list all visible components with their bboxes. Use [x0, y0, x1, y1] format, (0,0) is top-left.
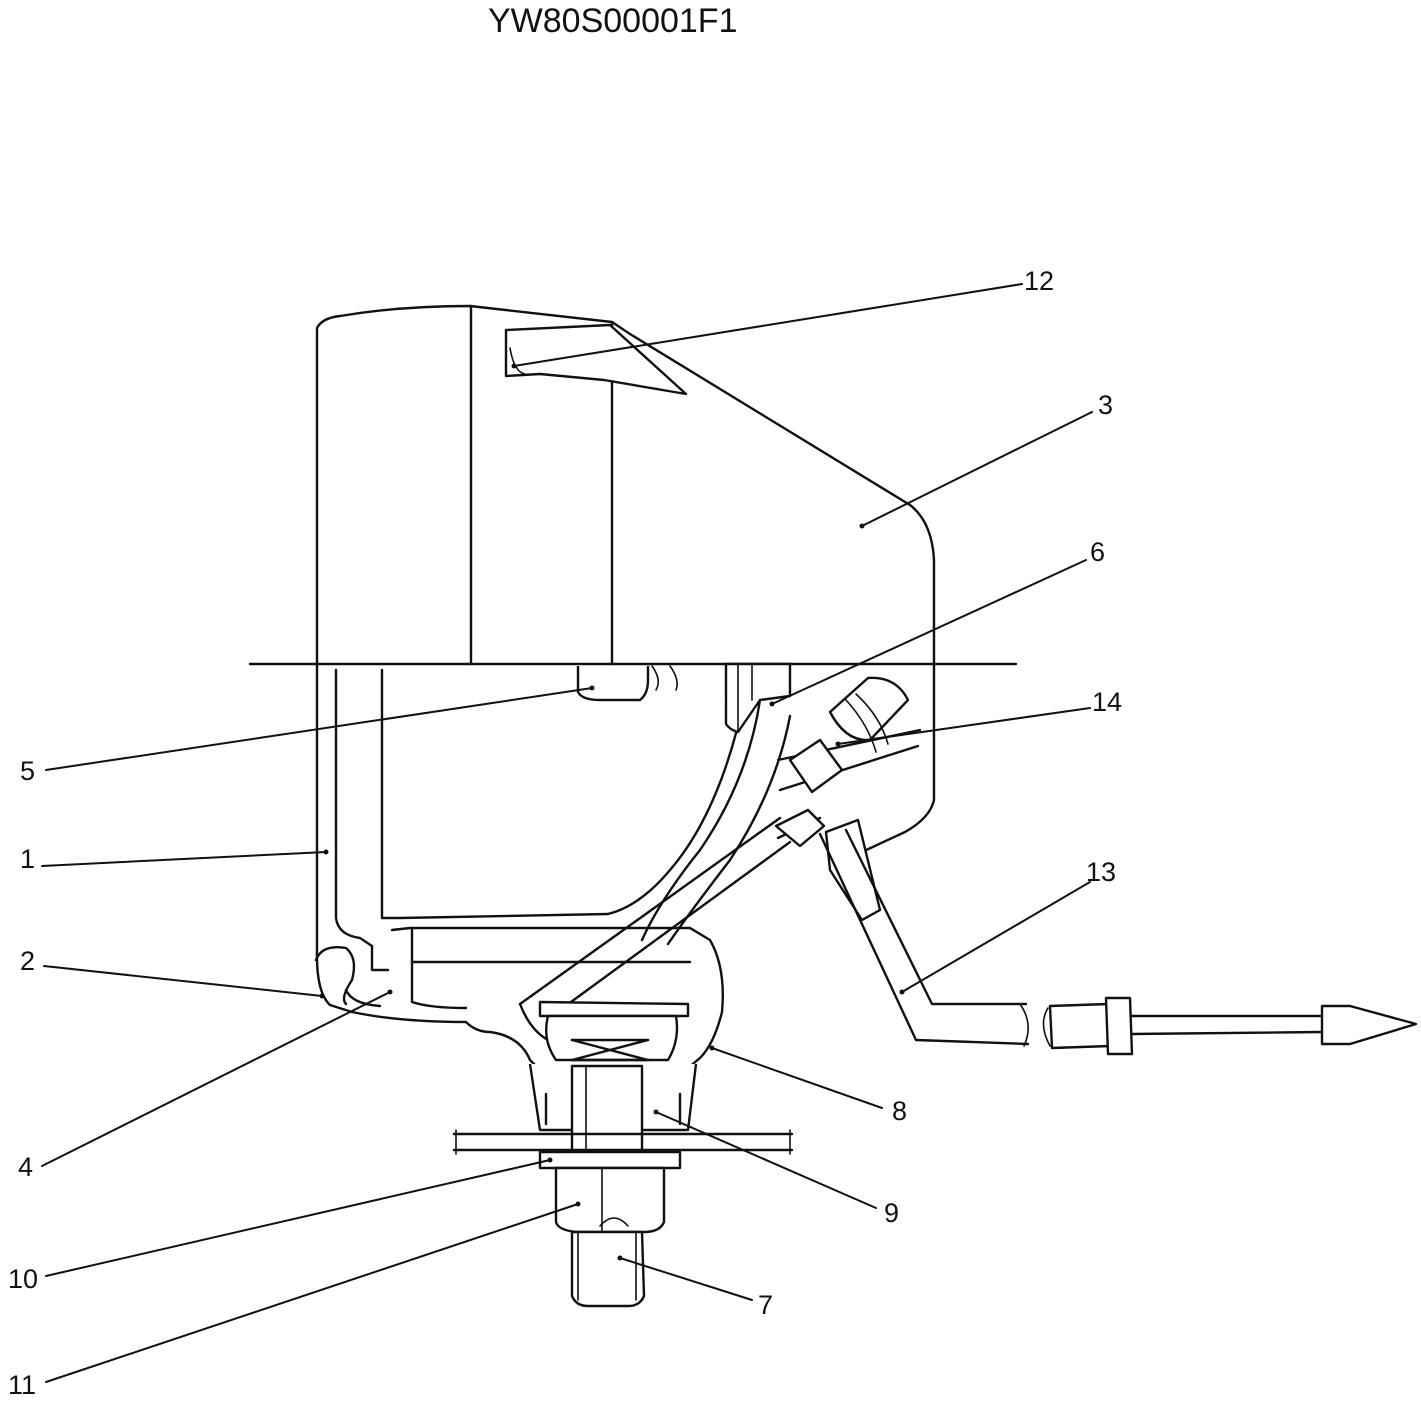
leader-9	[655, 1111, 877, 1209]
callout-7: 7	[758, 1290, 773, 1320]
leader-lines	[41, 283, 1093, 1383]
inlet-tube-assembly	[518, 676, 1418, 1056]
leader-3	[861, 411, 1093, 527]
leader-10	[45, 1159, 551, 1277]
callout-13: 13	[1086, 857, 1116, 887]
figure-code: YW80S00001F1	[488, 2, 738, 40]
callout-14: 14	[1092, 687, 1122, 717]
callout-9: 9	[884, 1198, 899, 1228]
leader-8	[711, 1047, 883, 1109]
leader-11	[45, 1203, 579, 1383]
leader-5	[45, 687, 593, 771]
leader-12	[513, 283, 1023, 367]
burner-body	[314, 662, 792, 1072]
callout-3: 3	[1098, 390, 1113, 420]
callout-labels: 12 3 6 14 5 1 13 2 4 8 9 10 11 7	[8, 266, 1122, 1400]
leader-7	[619, 1257, 753, 1301]
leader-1	[41, 851, 327, 867]
callout-6: 6	[1090, 537, 1105, 567]
leader-6	[771, 559, 1087, 705]
leader-4	[41, 991, 391, 1167]
leader-2	[43, 965, 323, 997]
callout-1: 1	[20, 844, 35, 874]
callout-8: 8	[892, 1096, 907, 1126]
callout-5: 5	[20, 756, 35, 786]
leader-13	[901, 881, 1091, 993]
callout-12: 12	[1024, 266, 1054, 296]
callout-4: 4	[18, 1152, 33, 1182]
callout-2: 2	[20, 946, 35, 976]
nozzle-bolt-assembly	[452, 926, 794, 1308]
callout-10: 10	[8, 1264, 38, 1294]
callout-11: 11	[8, 1370, 36, 1400]
hood-housing	[248, 304, 1018, 854]
leader-14	[837, 707, 1091, 745]
